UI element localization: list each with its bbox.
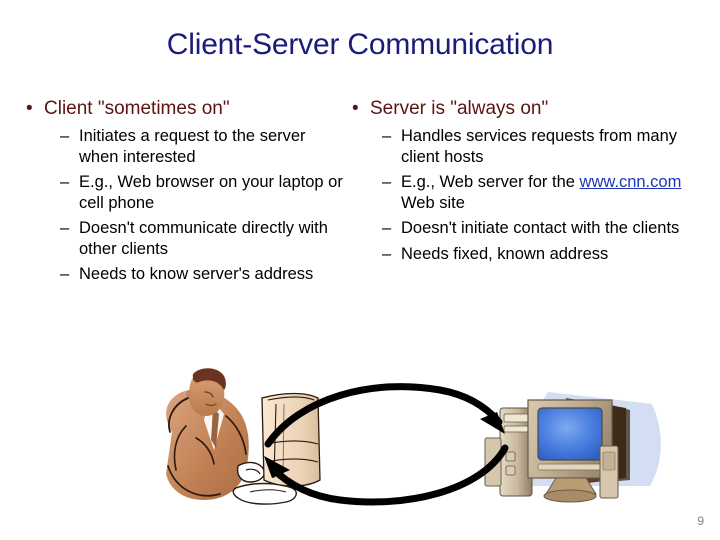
list-item-label: Needs to know server's address <box>79 265 314 284</box>
dash-icon: – <box>60 173 70 192</box>
list-item-label: Doesn't initiate contact with the client… <box>401 219 680 238</box>
list-item-label: Needs fixed, known address <box>401 244 609 263</box>
client-heading-label: Client "sometimes on" <box>44 98 230 119</box>
list-item: – Doesn't communicate directly with othe… <box>60 218 348 259</box>
dash-icon: – <box>382 127 392 146</box>
list-item: – Initiates a request to the server when… <box>60 126 348 167</box>
dash-icon: – <box>382 173 392 192</box>
list-item-label: Handles services requests from many clie… <box>401 127 678 166</box>
page-number: 9 <box>697 514 704 528</box>
list-item: – Needs fixed, known address <box>382 244 718 264</box>
bullet-icon: • <box>352 98 359 119</box>
page-title: Client-Server Communication <box>166 28 554 61</box>
list-item-label: Initiates a request to the server when i… <box>79 127 306 166</box>
list-item: – Needs to know server's address <box>60 264 348 284</box>
bullet-icon: • <box>26 98 33 119</box>
dash-icon: – <box>60 265 70 284</box>
content-columns: • Client "sometimes on" – Initiates a re… <box>0 98 720 290</box>
client-heading: • Client "sometimes on" <box>26 98 352 120</box>
list-item: – E.g., Web browser on your laptop or ce… <box>60 172 348 213</box>
column-server: • Server is "always on" – Handles servic… <box>352 98 720 269</box>
list-item-label-with-link: E.g., Web server for the www.cnn.com Web… <box>401 172 718 213</box>
list-item: – Handles services requests from many cl… <box>382 126 718 167</box>
list-item-text-suffix: Web site <box>401 193 465 212</box>
column-client: • Client "sometimes on" – Initiates a re… <box>0 98 352 290</box>
client-illustration <box>166 368 321 505</box>
list-item: – Doesn't initiate contact with the clie… <box>382 218 718 238</box>
dash-icon: – <box>60 219 70 238</box>
server-heading-label: Server is "always on" <box>370 98 549 119</box>
list-item: – E.g., Web server for the www.cnn.com W… <box>382 172 718 213</box>
dash-icon: – <box>60 127 70 146</box>
response-arrow-server-to-client <box>264 444 509 506</box>
cnn-link[interactable]: www.cnn.com <box>579 173 682 192</box>
dash-icon: – <box>382 219 392 238</box>
client-sub-bullets: – Initiates a request to the server when… <box>26 126 352 284</box>
list-item-label: E.g., Web browser on your laptop or cell… <box>79 173 343 212</box>
server-illustration <box>484 392 661 503</box>
server-heading: • Server is "always on" <box>352 98 720 120</box>
list-item-text-prefix: E.g., Web server for the <box>401 173 580 192</box>
request-arrow-client-to-server <box>264 383 505 448</box>
server-sub-bullets: – Handles services requests from many cl… <box>352 126 720 264</box>
dash-icon: – <box>382 244 392 263</box>
list-item-label: Doesn't communicate directly with other … <box>79 219 328 258</box>
